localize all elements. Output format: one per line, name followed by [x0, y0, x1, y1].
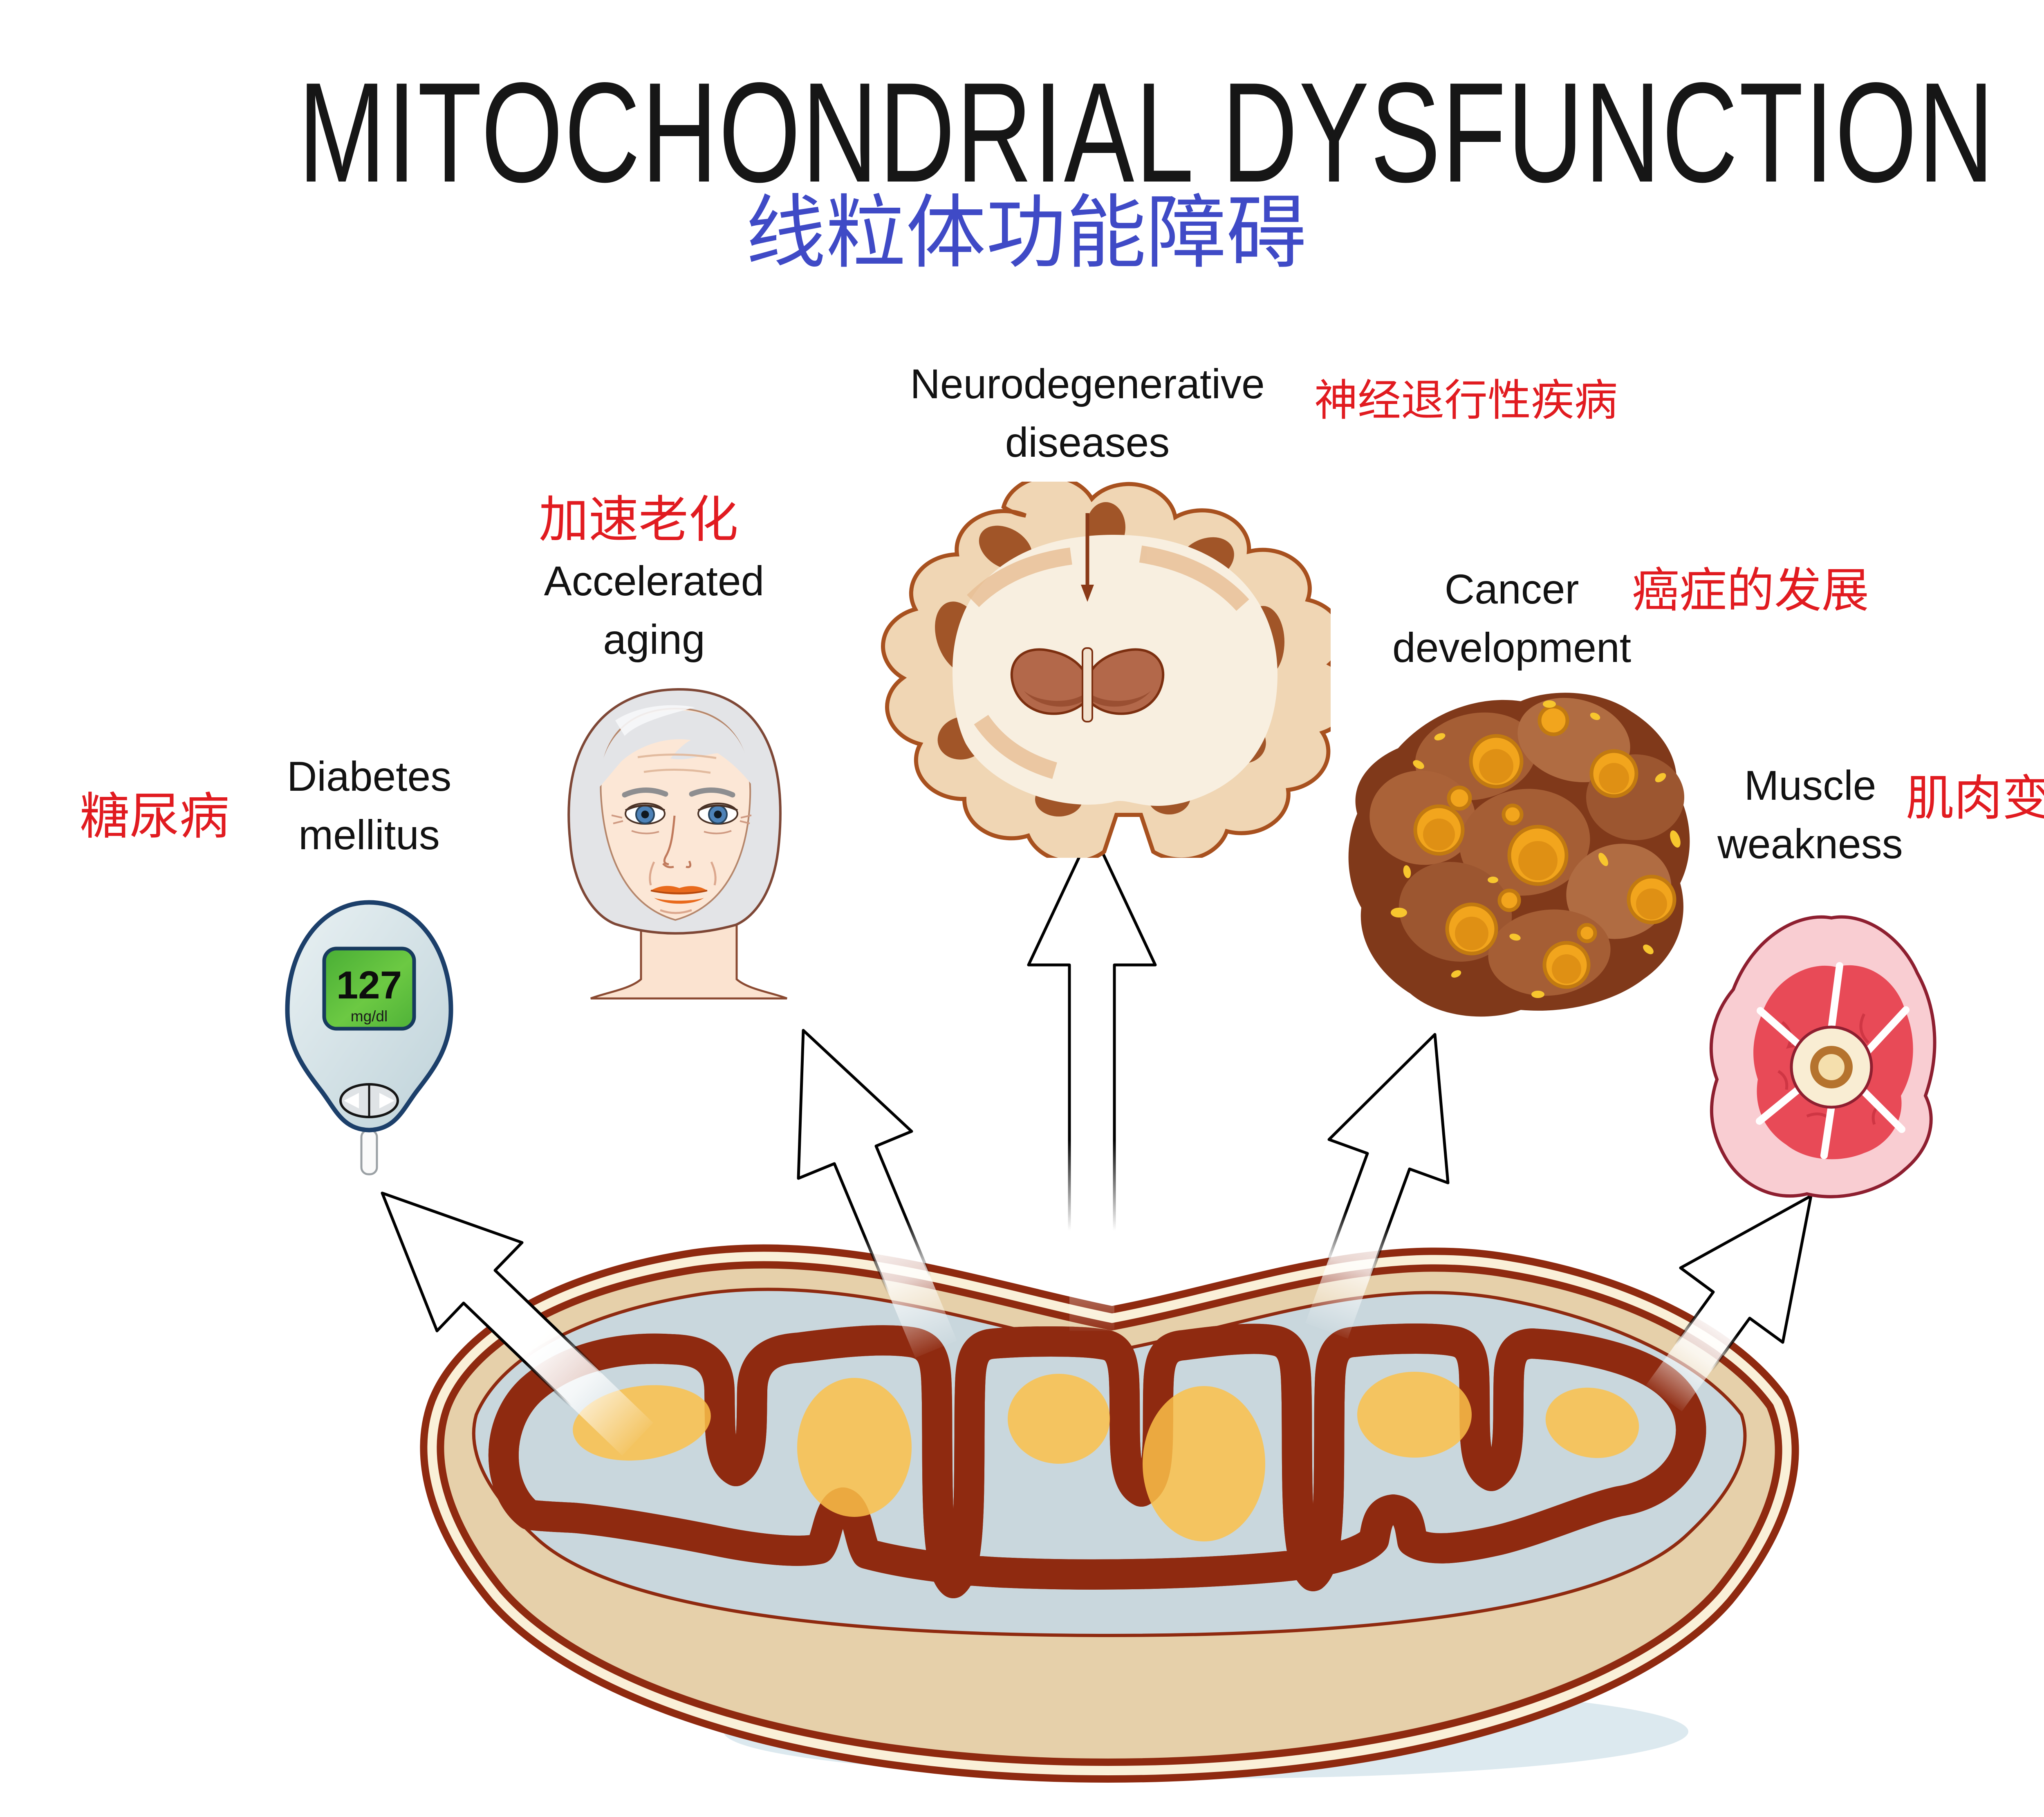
label-accelerated-aging-zh: 加速老化: [539, 492, 738, 547]
forehead-wrinkles: [637, 754, 717, 774]
label-line: Muscle: [1744, 762, 1876, 809]
label-line: Cancer: [1444, 566, 1579, 612]
muscle-illustration: [1709, 915, 1936, 1198]
nose: [662, 815, 692, 868]
nasolabial-folds: [649, 861, 717, 914]
aging-face-illustration: [567, 688, 787, 1000]
yellow-specks: [1391, 700, 1681, 998]
test-strip: [360, 1129, 378, 1175]
label-line: weakness: [1717, 820, 1903, 867]
button-left-arrow-icon: [344, 1093, 359, 1108]
label-cancer-development: Cancer development: [1328, 560, 1696, 677]
eyebrows: [622, 787, 735, 798]
page-title-text: MITOCHONDRIAL DYSFUNCTION: [298, 53, 1995, 212]
label-line: mellitus: [298, 811, 440, 858]
neck: [590, 911, 787, 1000]
meter-button: [339, 1083, 399, 1118]
label-accelerated-aging: Accelerated aging: [470, 552, 838, 669]
label-neurodegenerative-diseases: Neurodegenerative diseases: [822, 355, 1353, 472]
arrow-to-muscle: [1644, 1194, 1813, 1413]
bone-center: [1790, 1025, 1873, 1109]
ventricles: [1010, 647, 1165, 722]
longitudinal-fissure: [1081, 513, 1094, 602]
glucose-unit: mg/dl: [351, 1008, 388, 1025]
tumor-illustration: [1348, 693, 1690, 1017]
label-diabetes-mellitus: Diabetes mellitus: [206, 747, 533, 864]
page-subtitle-zh: 线粒体功能障碍: [745, 188, 1307, 278]
label-line: diseases: [1005, 419, 1170, 466]
brain-illustration: [881, 482, 1331, 858]
label-line: Accelerated: [544, 558, 764, 604]
eyes: [625, 803, 738, 825]
label-line: Diabetes: [287, 753, 452, 800]
label-line: Neurodegenerative: [910, 361, 1265, 407]
arrow-to-cancer: [1304, 1033, 1450, 1340]
label-diabetes-zh: 糖尿病: [80, 789, 229, 844]
mitochondrion-illustration: [420, 1244, 1799, 1783]
arrows: [381, 828, 1813, 1457]
label-cancer-development-zh: 癌症的发展: [1632, 564, 1869, 617]
gyri-bands: [967, 545, 1249, 779]
button-right-arrow-icon: [379, 1093, 394, 1108]
lips: [650, 886, 708, 904]
label-neurodegenerative-zh: 神经退行性疾病: [1314, 377, 1618, 425]
hair-fringe: [598, 710, 751, 789]
glucose-meter-illustration: 127 mg/dl: [285, 900, 453, 1175]
cell-nuclei: [1413, 704, 1676, 989]
glucose-reading: 127: [336, 963, 402, 1007]
arrow-to-diabetes: [381, 1191, 655, 1457]
hair-highlight: [615, 705, 695, 736]
arrow-to-neuro: [1027, 828, 1157, 1332]
label-muscle-weakness: Muscle weakness: [1647, 756, 1974, 873]
crow-feet-wrinkles: [611, 814, 752, 834]
meter-screen: [322, 947, 416, 1031]
label-muscle-weakness-zh: 肌肉变弱: [1906, 772, 2044, 826]
label-line: development: [1392, 624, 1632, 671]
arrow-to-aging: [797, 1029, 959, 1359]
fascicle-dividers: [1756, 962, 1910, 1159]
label-line: aging: [603, 616, 705, 663]
page-title: MITOCHONDRIAL DYSFUNCTION: [0, 61, 2044, 204]
